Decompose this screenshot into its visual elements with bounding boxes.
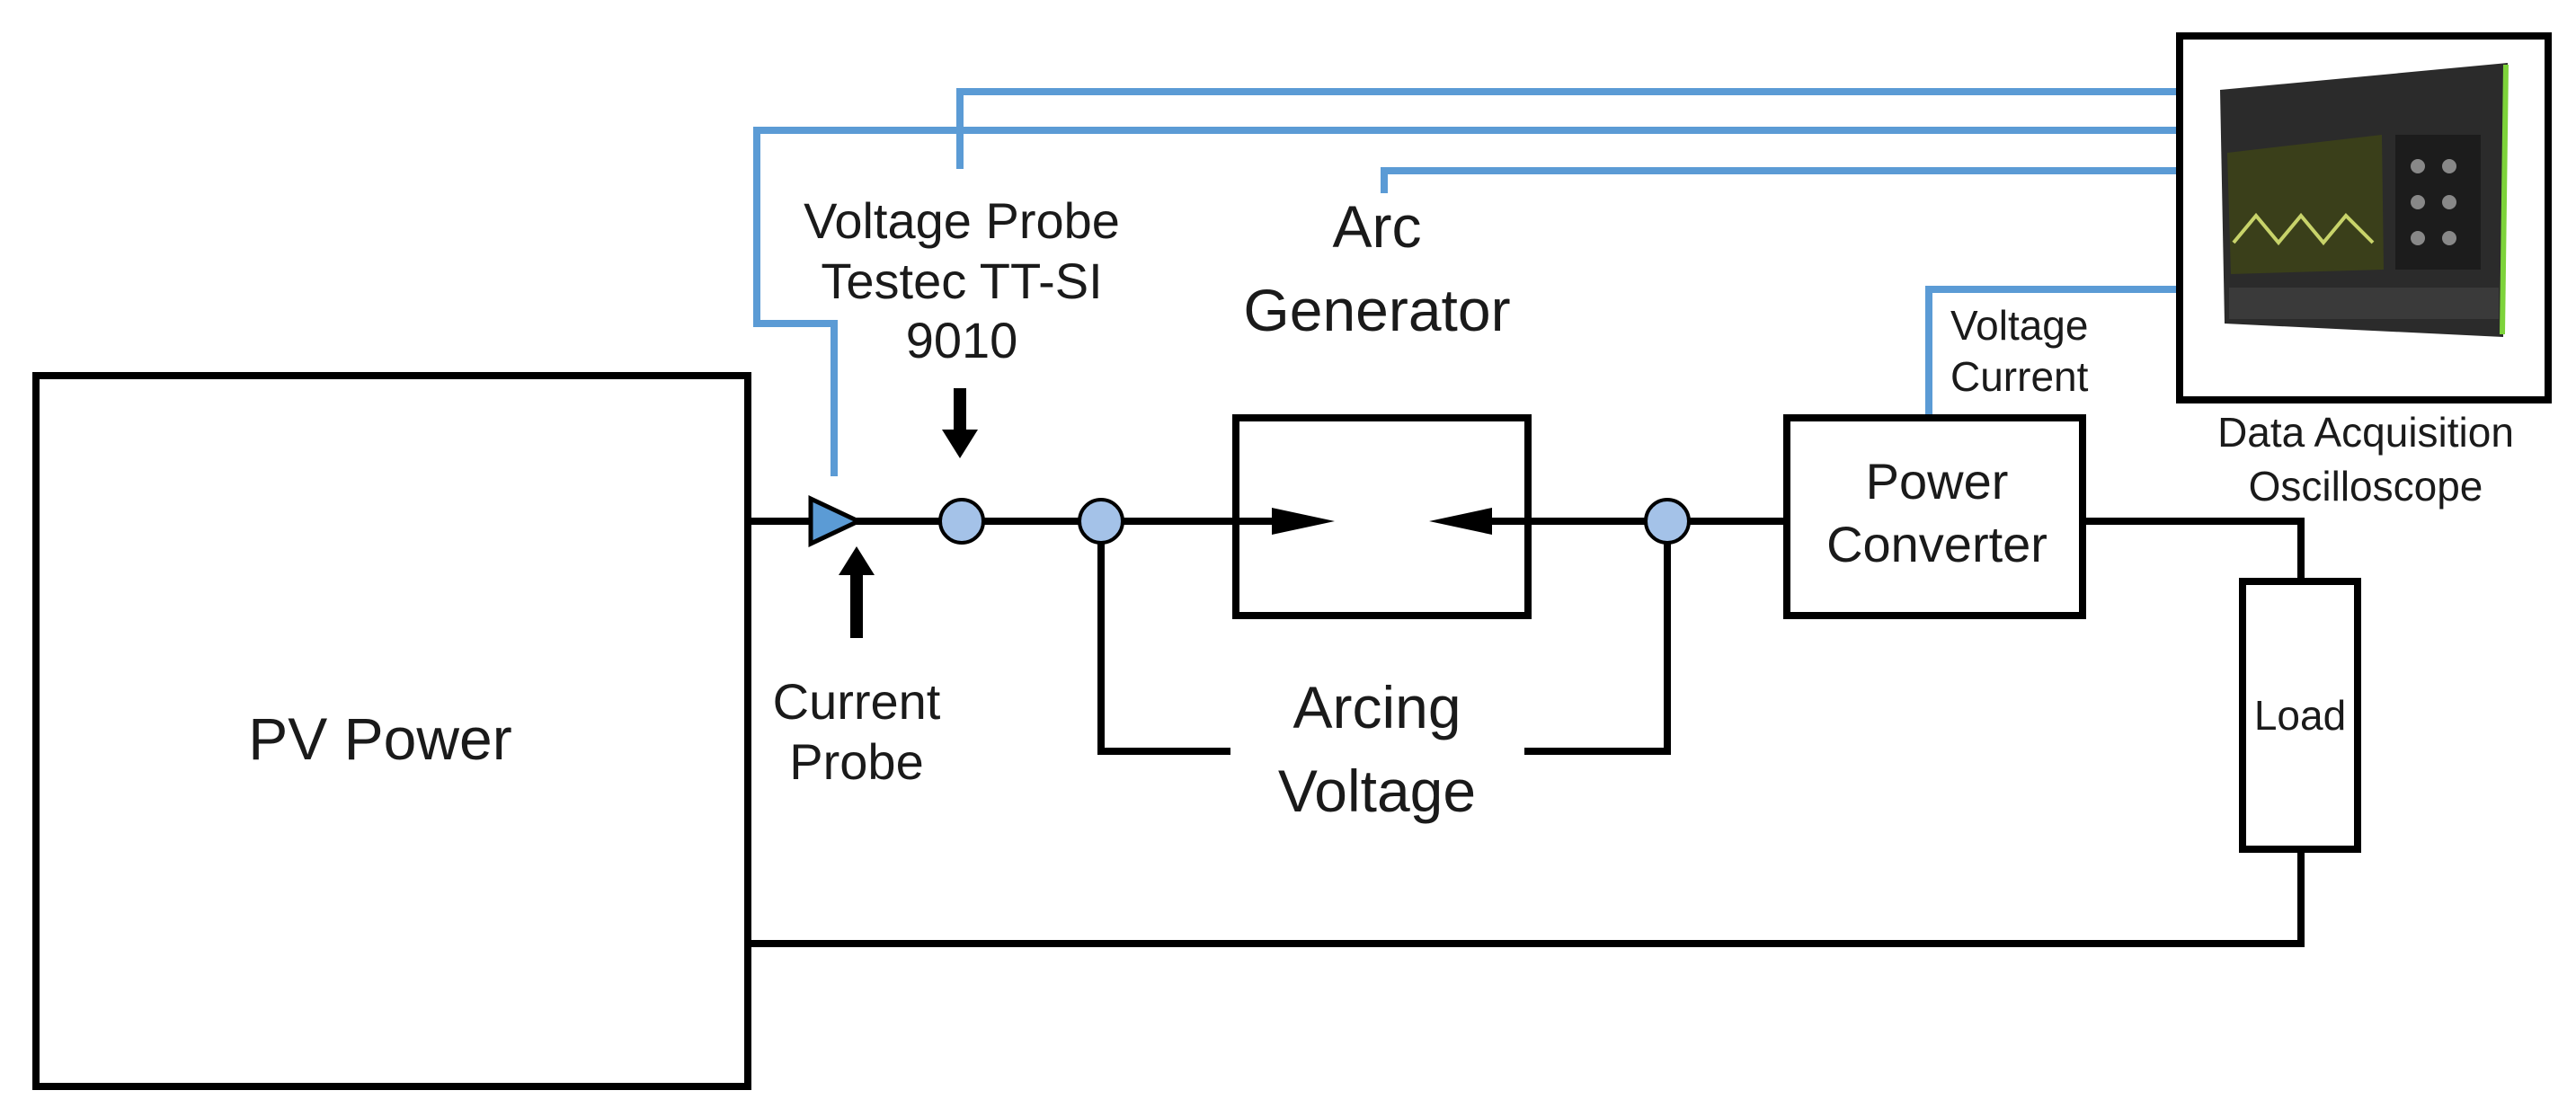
signal-line-power-converter — [1925, 286, 2180, 418]
pv-power-label: PV Power — [248, 705, 511, 772]
converter-signal-label-line2: Current — [1950, 353, 2089, 400]
signal-line-voltage-probe — [956, 88, 2180, 169]
data-acquisition-label-line1: Data Acquisition — [2217, 409, 2514, 456]
arc-generator-label-line2: Generator — [1243, 277, 1510, 343]
oscilloscope-image — [2220, 63, 2509, 337]
arcing-voltage-node-right — [1644, 498, 1691, 545]
arc-generator-label-line1: Arc — [1333, 193, 1422, 260]
signal-line-arc-generator — [1381, 167, 2180, 193]
current-probe-label-line2: Probe — [789, 733, 923, 790]
voltage-probe-arrow-icon — [942, 388, 978, 458]
load-box — [2239, 578, 2361, 853]
converter-to-load-wire — [2079, 518, 2305, 585]
arcing-voltage-node-left — [1078, 498, 1124, 545]
arc-electrode-left-arrow — [1272, 508, 1335, 535]
arcing-voltage-bracket-left — [1097, 518, 1230, 755]
current-probe-arrow-icon — [839, 546, 875, 638]
voltage-probe-label-line1: Voltage Probe — [804, 192, 1120, 249]
signal-line-current-probe — [753, 127, 2180, 476]
current-probe-label-line1: Current — [773, 673, 941, 730]
load-label: Load — [2254, 692, 2346, 739]
power-converter-box — [1783, 414, 2086, 619]
power-converter-label-line2: Converter — [1826, 516, 2047, 572]
pv-power-box — [32, 372, 751, 1090]
power-converter-label-line1: Power — [1866, 453, 2009, 510]
return-wire — [744, 846, 2305, 947]
converter-signal-label-line1: Voltage — [1950, 302, 2088, 349]
voltage-probe-node — [938, 498, 985, 545]
voltage-probe-label-line3: 9010 — [906, 312, 1018, 368]
data-acquisition-label-line2: Oscilloscope — [2249, 463, 2483, 510]
voltage-probe-label-line2: Testec TT-SI — [821, 253, 1102, 309]
arcing-voltage-bracket-right — [1524, 518, 1671, 755]
signal-lines — [753, 88, 2180, 476]
arc-electrode-right-arrow — [1429, 508, 1492, 535]
arcing-voltage-label-line1: Arcing — [1292, 674, 1461, 740]
arcing-voltage-label-line2: Voltage — [1278, 758, 1476, 824]
current-probe-sensor-icon — [808, 495, 864, 547]
